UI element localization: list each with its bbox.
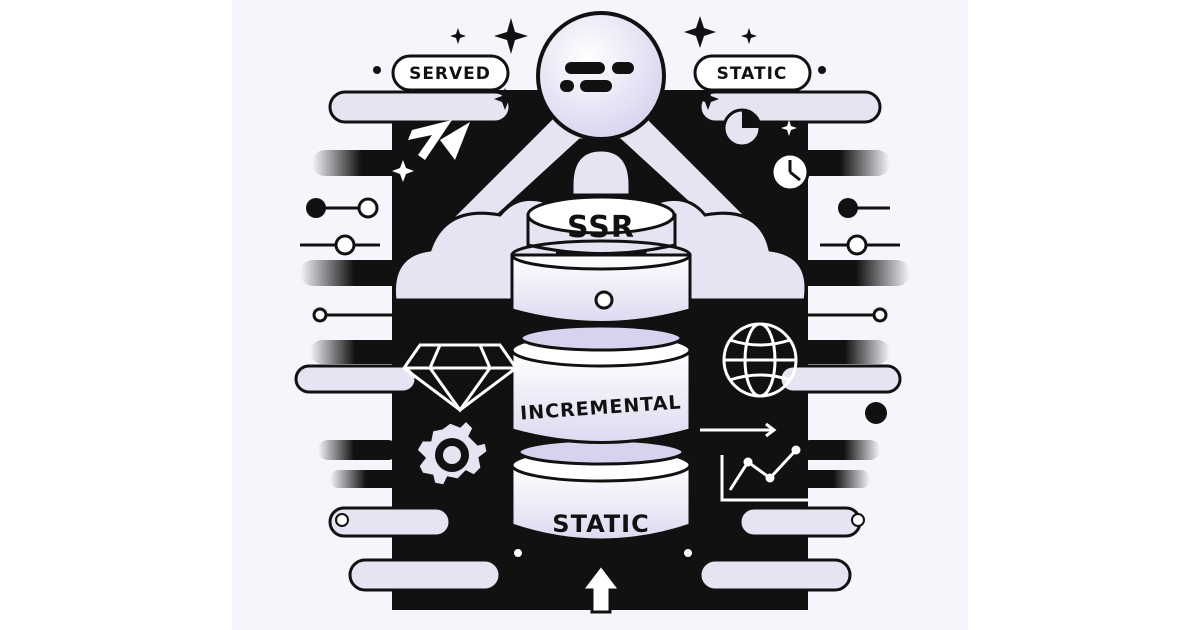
sparkle-icon [373,16,826,182]
globe-icon [722,322,798,398]
connector-dots [306,197,888,559]
ssr-label: SSR [567,210,635,245]
upload-arrow-icon [578,562,624,614]
served-pill [391,54,510,92]
orb-stem [570,148,632,197]
clock-icon [770,152,810,192]
server-stack [510,195,692,542]
pie-chart-icon [722,108,762,148]
static-pill-label: STATIC [717,64,788,84]
static-base-label: STATIC [552,510,649,538]
served-label: SERVED [409,64,491,84]
line-chart-icon [700,422,808,502]
lightning-logo-icon [408,120,470,160]
diamond-icon [401,343,519,413]
gear-icon [414,417,490,488]
static-pill [693,54,812,92]
left-stripes [294,90,512,592]
code-icon [536,11,666,141]
